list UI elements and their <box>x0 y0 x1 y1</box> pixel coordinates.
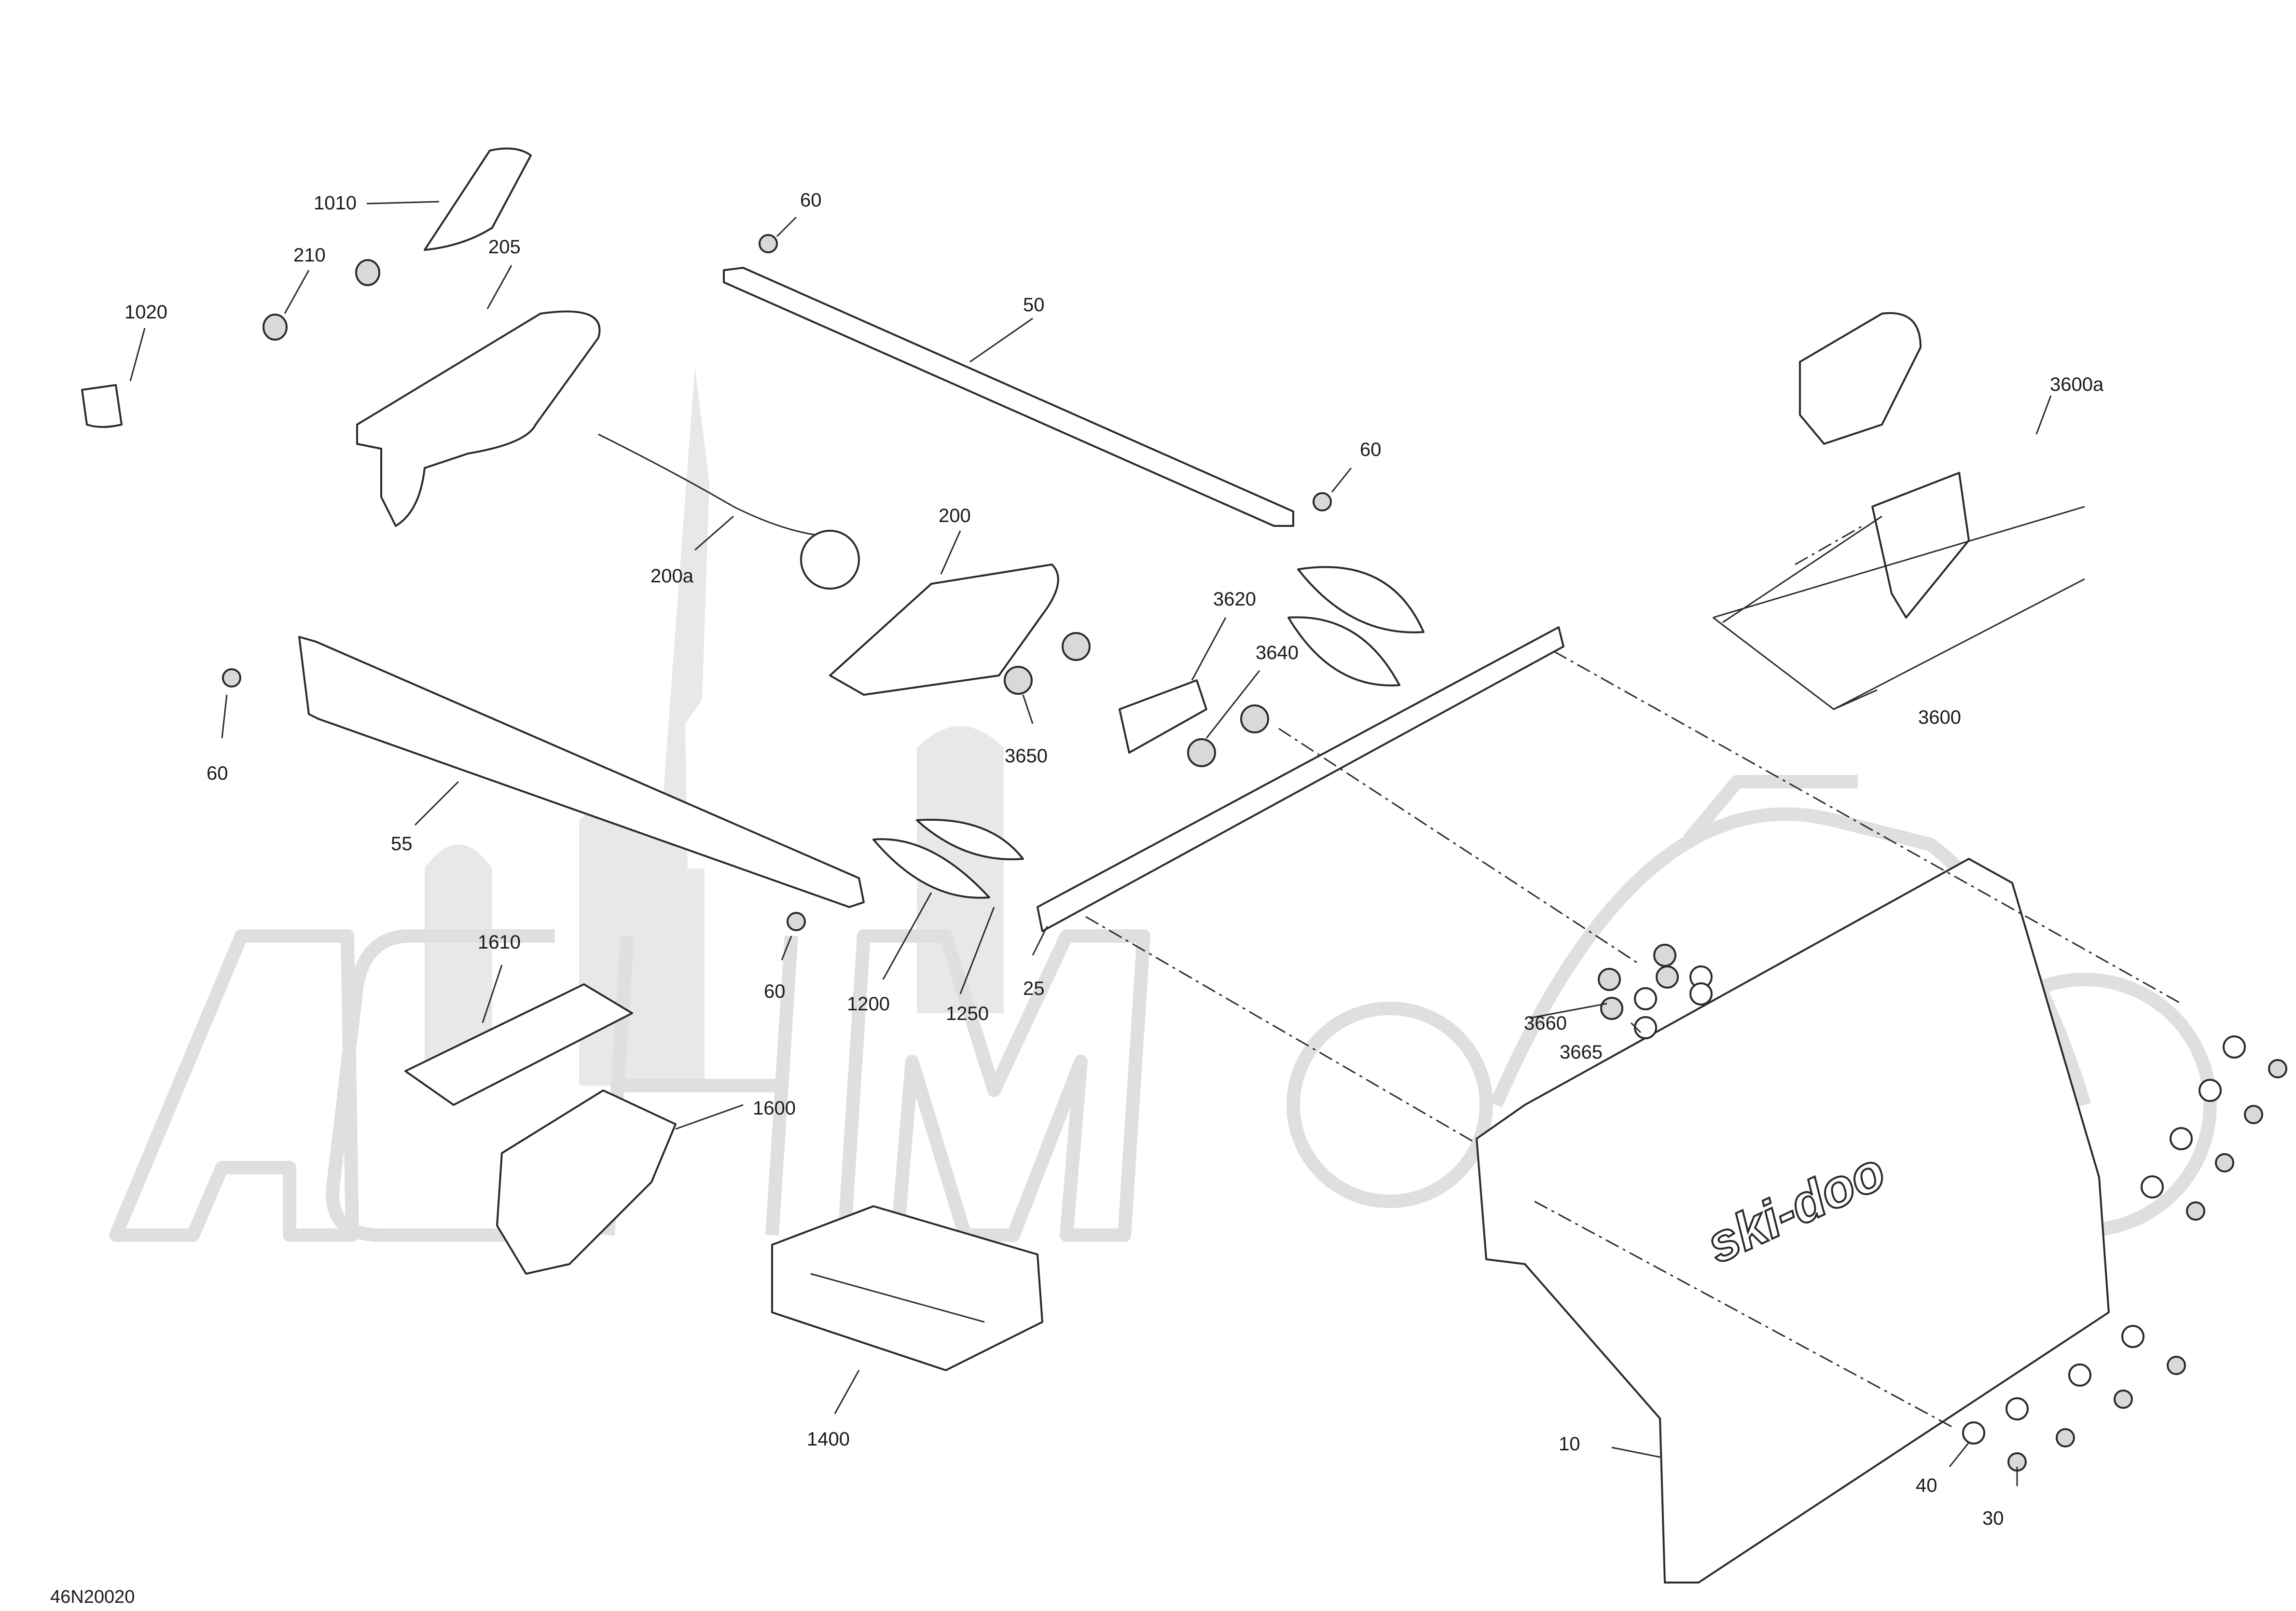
callout-60-right: 60 <box>1360 439 1382 460</box>
callout-55: 55 <box>391 833 413 854</box>
part-1610-bracket <box>404 983 633 1106</box>
assembly-lines <box>1085 525 2182 1429</box>
part-205-housing <box>356 310 601 527</box>
callout-1600: 1600 <box>753 1098 796 1119</box>
callout-60-bottom: 60 <box>764 981 786 1002</box>
callout-40: 40 <box>1916 1475 1937 1496</box>
callout-205: 205 <box>488 236 521 258</box>
part-1020-decal <box>81 384 123 428</box>
callout-3620: 3620 <box>1213 589 1256 610</box>
part-1200-lens <box>872 838 990 899</box>
callout-labels: 1010 1020 210 205 60 50 60 200 200a 3620… <box>124 190 2104 1529</box>
callout-200a: 200a <box>650 565 694 587</box>
part-30-40-fasteners <box>1962 1035 2287 1472</box>
part-1250-lens-upper <box>1287 616 1400 687</box>
callout-10: 10 <box>1559 1433 1580 1455</box>
callout-210: 210 <box>293 245 326 266</box>
part-55-side-panel <box>298 636 865 908</box>
part-1010-decal <box>424 147 532 251</box>
callout-60-top: 60 <box>800 190 822 211</box>
callout-60-left: 60 <box>207 763 228 784</box>
callout-3660: 3660 <box>1524 1013 1567 1034</box>
callout-3600a: 3600a <box>2050 374 2104 395</box>
callout-200: 200 <box>939 505 971 526</box>
callout-1400: 1400 <box>807 1429 850 1450</box>
part-200-light <box>829 564 1059 696</box>
leader-lines <box>129 201 2052 1486</box>
part-1200-lens-upper <box>1297 566 1425 633</box>
callout-1010: 1010 <box>314 193 357 214</box>
callout-3600: 3600 <box>1918 707 1961 728</box>
part-200a-harness <box>598 433 821 537</box>
part-10-rear-flap <box>1476 858 2110 1583</box>
callout-3665: 3665 <box>1560 1042 1603 1063</box>
diagram-code: 46N20020 <box>50 1587 135 1607</box>
callout-1200: 1200 <box>847 993 890 1015</box>
callout-1020: 1020 <box>124 302 167 323</box>
part-210-grommets <box>263 259 380 341</box>
part-1250-lens <box>916 819 1024 860</box>
callout-30: 30 <box>1982 1508 2004 1529</box>
callout-3640: 3640 <box>1256 642 1299 663</box>
part-3620-3650-hardware <box>1004 632 1269 767</box>
callout-1250: 1250 <box>946 1003 989 1024</box>
part-60-screws <box>222 234 1332 931</box>
callout-50: 50 <box>1023 294 1045 316</box>
part-25-bar <box>1037 626 1564 932</box>
callout-3650: 3650 <box>1005 745 1048 767</box>
callout-1610: 1610 <box>478 932 521 953</box>
part-1400-tool-kit <box>771 1205 1043 1371</box>
part-50-strip <box>723 267 1294 527</box>
callout-25: 25 <box>1023 978 1045 999</box>
part-3600-hinge-assembly <box>1713 312 2085 710</box>
part-1600-box <box>496 1089 677 1275</box>
